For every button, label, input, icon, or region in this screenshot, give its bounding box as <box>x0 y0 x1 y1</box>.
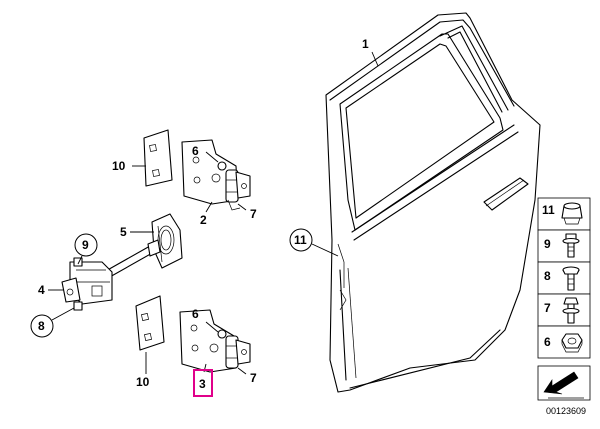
hex-nut-icon <box>561 333 583 353</box>
door-check <box>61 239 161 311</box>
side-panel-label-6: 6 <box>544 335 551 349</box>
diagram-number: 00123609 <box>546 406 586 416</box>
side-panel-label-7: 7 <box>544 301 551 315</box>
side-panel-item[interactable] <box>537 229 591 263</box>
callout-upper-hinge: 2 <box>200 213 207 227</box>
rear-door <box>325 12 541 393</box>
callout-check-bracket: 5 <box>120 225 127 239</box>
callout-lower-hinge[interactable]: 3 <box>199 377 206 391</box>
upper-gasket <box>143 129 173 187</box>
callout-lower-hinge-nut: 7 <box>250 371 257 385</box>
bolt-flange-icon <box>562 233 580 258</box>
clip-nut-icon <box>561 202 583 225</box>
side-panel-label-11: 11 <box>542 203 555 217</box>
side-panel: 11 9 8 7 <box>537 197 591 401</box>
lower-gasket <box>135 295 165 351</box>
callout-check-bolt-lower: 8 <box>38 319 45 333</box>
callout-door: 1 <box>362 37 369 51</box>
highlight-box[interactable] <box>193 369 213 397</box>
upper-hinge <box>181 139 251 211</box>
side-panel-label-9: 9 <box>544 237 551 251</box>
callout-lower-hinge-bolt: 6 <box>192 307 199 321</box>
callout-door-11: 11 <box>294 233 307 247</box>
callout-upper-gasket: 10 <box>112 159 126 173</box>
callout-upper-hinge-bolt: 6 <box>192 144 199 158</box>
callout-upper-hinge-nut: 7 <box>250 207 257 221</box>
callout-ring-11 <box>289 228 313 252</box>
callout-lower-gasket: 10 <box>136 375 150 389</box>
torx-bolt-icon <box>562 266 580 291</box>
side-panel-label-8: 8 <box>544 269 551 283</box>
lower-hinge <box>179 309 251 373</box>
side-panel-item[interactable] <box>537 261 591 295</box>
callout-door-check: 4 <box>38 283 45 297</box>
hex-bolt-icon <box>562 297 580 324</box>
direction-arrow-icon <box>543 371 584 399</box>
callout-check-bolt-upper: 9 <box>82 238 89 252</box>
